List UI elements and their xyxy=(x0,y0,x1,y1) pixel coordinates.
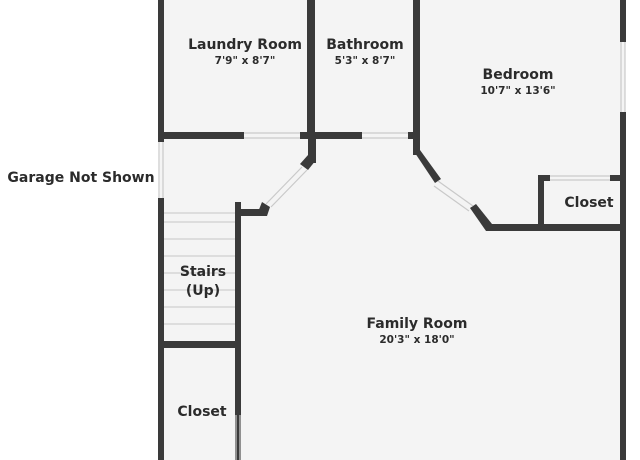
wall-diag-hall-top xyxy=(300,155,316,170)
door-diag-bedroom-b xyxy=(433,185,470,212)
stairs-direction: (Up) xyxy=(186,283,220,299)
door-diag-hall xyxy=(265,166,303,205)
wall-laundry-bottom-right xyxy=(300,132,362,139)
walls xyxy=(158,0,626,460)
bathroom-name: Bathroom xyxy=(326,37,404,53)
laundry-room-name: Laundry Room xyxy=(188,37,302,53)
family-room-dims: 20'3" x 18'0" xyxy=(379,334,454,346)
wall-right-top xyxy=(620,0,626,42)
lower-closet-name: Closet xyxy=(177,404,227,420)
wall-laundry-bath xyxy=(307,0,315,137)
doors xyxy=(158,42,626,460)
bedroom-name: Bedroom xyxy=(483,67,554,83)
bathroom-dims: 5'3" x 8'7" xyxy=(335,55,396,67)
garage-label: Garage Not Shown xyxy=(7,170,154,186)
wall-right-lower xyxy=(620,112,626,460)
wall-bath-bedroom xyxy=(413,0,420,155)
laundry-room-dims: 7'9" x 8'7" xyxy=(215,55,276,67)
wall-stairs-top-right xyxy=(235,209,267,216)
wall-hall-stub xyxy=(308,137,316,163)
wall-closet-left xyxy=(538,175,544,230)
wall-laundry-bottom-left xyxy=(158,132,244,139)
wall-closet-top xyxy=(158,341,241,348)
wall-bedroom-bottom xyxy=(486,224,626,231)
wall-left-upper xyxy=(158,0,164,142)
stairs-name: Stairs xyxy=(180,264,226,280)
wall-diag-bedroom-upper xyxy=(413,150,441,183)
room-labels: Laundry Room 7'9" x 8'7" Bathroom 5'3" x… xyxy=(7,37,613,420)
wall-closet-top-right xyxy=(610,175,622,181)
bedroom-dims: 10'7" x 13'6" xyxy=(480,85,555,97)
bedroom-closet-name: Closet xyxy=(564,195,614,211)
wall-closet-top-left xyxy=(538,175,550,181)
door-diag-bedroom xyxy=(437,180,474,207)
stair-treads xyxy=(164,212,235,325)
family-room-name: Family Room xyxy=(367,316,468,332)
wall-stairs-right xyxy=(235,202,241,460)
wall-diag-hall-bottom xyxy=(258,202,270,216)
door-diag-hall-b xyxy=(270,169,308,208)
wall-diag-bedroom-lower xyxy=(470,204,492,231)
wall-bath-bottom-right xyxy=(408,132,420,139)
wall-left-lower xyxy=(158,198,164,460)
